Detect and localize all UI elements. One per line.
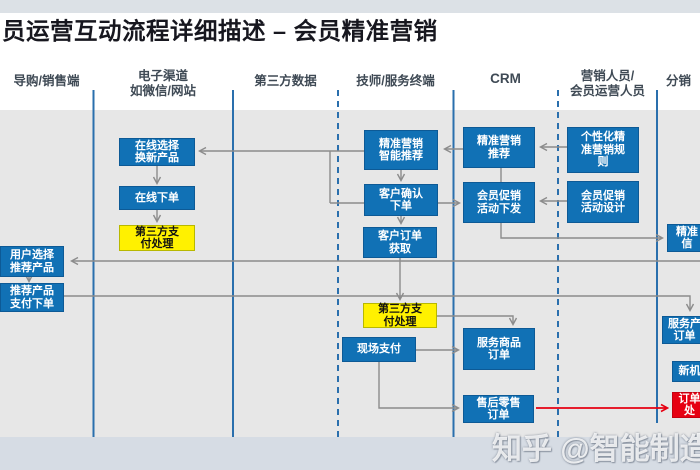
node-thirdparty-pay-web: 第三方支 付处理 <box>119 225 195 251</box>
page-title: 员运营互动流程详细描述 – 会员精准营销 <box>2 18 438 44</box>
lane-header-thirdparty: 第三方数据 <box>254 74 317 88</box>
node-user-select-product: 用户选择 推荐产品 <box>0 246 64 277</box>
node-customer-order-fetch: 客户订单 获取 <box>363 227 437 258</box>
node-new-machine: 新机 <box>672 361 700 382</box>
bottom-band <box>0 437 700 470</box>
node-member-promo-design: 会员促销 活动设计 <box>567 181 639 223</box>
node-online-order: 在线下单 <box>119 186 195 210</box>
lane-header-crm: CRM <box>490 71 521 86</box>
lane-header-marketing: 营销人员/ 会员运营人员 <box>569 69 645 98</box>
node-customer-confirm-order: 客户确认 下单 <box>364 184 438 216</box>
lane-header-echannel: 电子渠道 如微信/网站 <box>130 69 196 98</box>
lane-header-sales: 导购/销售端 <box>13 74 80 88</box>
node-aftersale-retail-order: 售后零售 订单 <box>463 395 534 423</box>
node-precise-info-distribution: 精准 信 <box>667 224 700 252</box>
node-recommend-pay-order: 推荐产品 支付下单 <box>0 283 64 312</box>
node-precise-recommend-crm: 精准营销 推荐 <box>463 127 535 168</box>
connector-pay-to-service-product <box>64 295 695 312</box>
lane-divider-lines <box>92 90 658 437</box>
node-member-promo-dispatch: 会员促销 活动下发 <box>463 182 535 223</box>
node-order-handle: 订单 处 <box>672 392 700 418</box>
top-band <box>0 0 700 13</box>
lane-header-distribution: 分销 <box>665 74 691 88</box>
lane-header-technician: 技师/服务终端 <box>356 74 435 88</box>
node-service-goods-order: 服务商品 订单 <box>463 328 535 370</box>
node-precise-smart-recommend: 精准营销 智能推荐 <box>364 130 438 170</box>
zhihu-watermark: 知乎 @智能制造数 <box>492 433 700 466</box>
node-service-product-order: 服务产 订单 <box>662 316 700 344</box>
node-personal-precise-rule: 个性化精 准营销规 则 <box>567 127 639 173</box>
connector-dispatch-to-distribution <box>500 223 664 243</box>
node-online-select-renew: 在线选择 换新产品 <box>119 138 195 166</box>
connector-onsite-to-aftersale <box>378 362 460 413</box>
connector-thirdpay-to-service-order <box>437 315 518 326</box>
node-thirdparty-pay-tech: 第三方支 付处理 <box>363 303 437 328</box>
node-onsite-pay: 现场支付 <box>342 337 416 362</box>
